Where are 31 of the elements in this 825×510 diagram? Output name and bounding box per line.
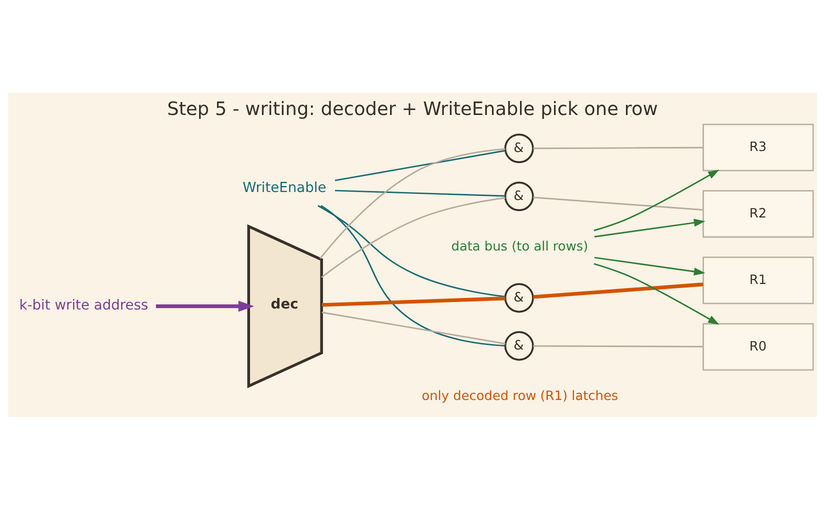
node-box: dec: [247, 224, 323, 388]
connector: [334, 190, 506, 197]
label: only decoded row (R1) latches: [422, 389, 618, 404]
connector: [533, 282, 704, 299]
connector: [322, 296, 506, 307]
connector: [320, 148, 506, 259]
connector: [533, 196, 704, 211]
node-text: data bus (to all rows): [451, 240, 588, 255]
connector: [533, 146, 704, 150]
connector: [533, 345, 704, 348]
connector: [318, 205, 506, 298]
connector: [321, 197, 506, 278]
node-circle: &: [504, 182, 534, 212]
node-box: R2: [702, 190, 814, 238]
node-box: R0: [702, 323, 814, 371]
arrow: [594, 170, 720, 232]
node-text: WriteEnable: [242, 180, 326, 196]
node-box: R1: [702, 256, 814, 304]
node-circle: &: [504, 331, 534, 361]
node-circle: &: [504, 134, 534, 164]
node-circle: &: [504, 283, 534, 313]
connector: [320, 205, 505, 346]
arrow: [594, 263, 720, 325]
arrow: [594, 256, 706, 276]
connector: [334, 150, 506, 182]
node-box: R3: [702, 124, 814, 172]
arrow: [594, 218, 706, 238]
node-text: k-bit write address: [19, 297, 148, 314]
arrow: [156, 300, 254, 312]
connector: [322, 312, 506, 344]
diagram-title: Step 5 - writing: decoder + WriteEnable pick one row: [167, 99, 658, 120]
